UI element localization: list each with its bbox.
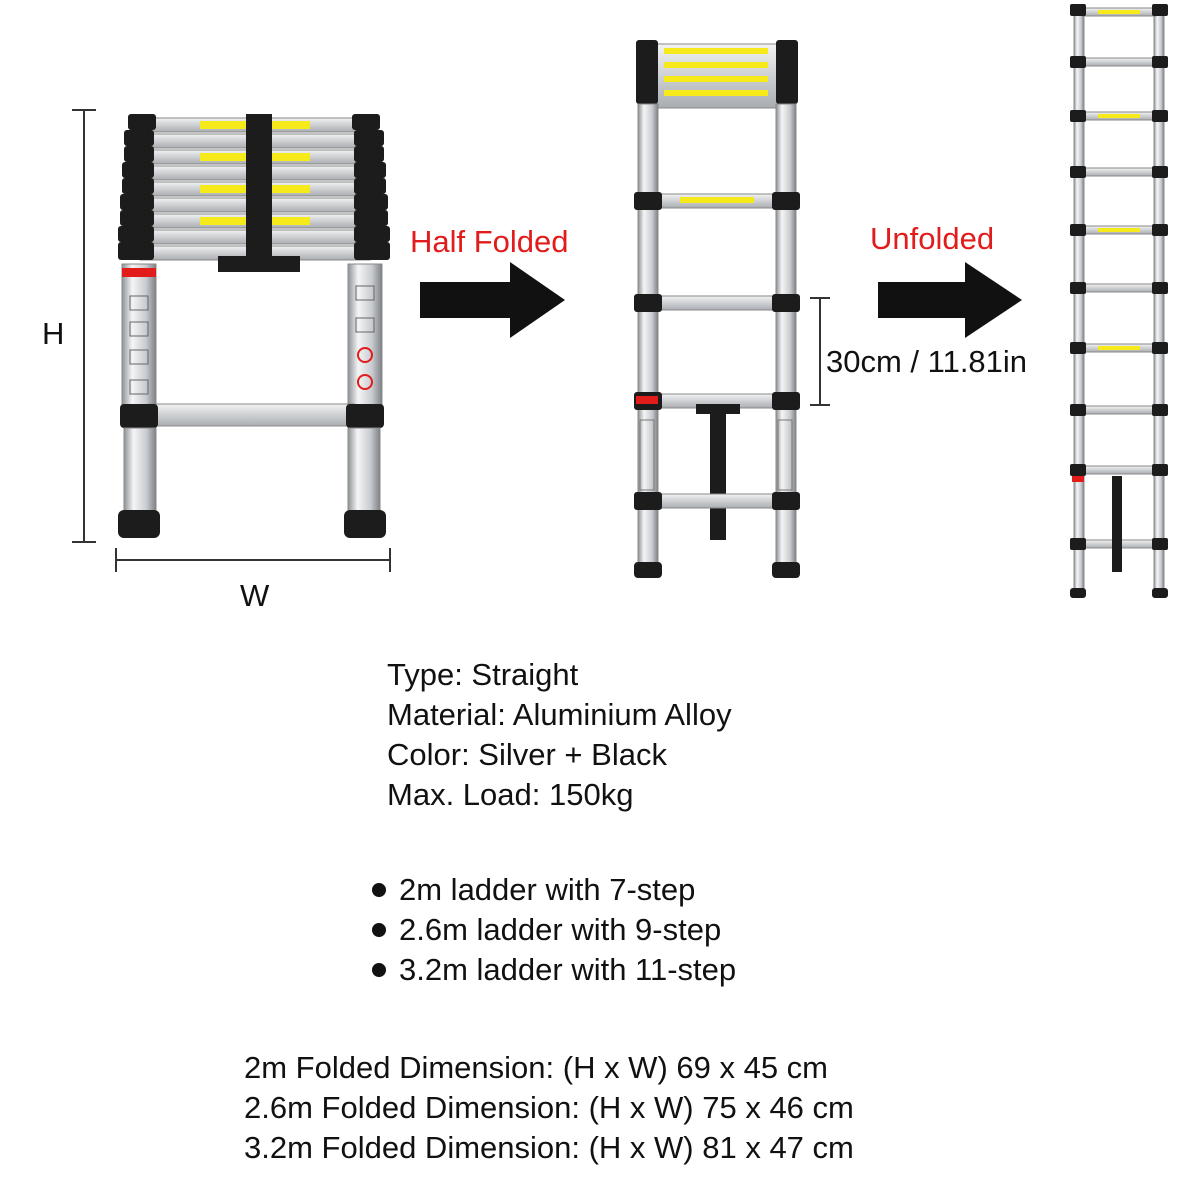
folded-left-foot xyxy=(118,510,160,538)
folded-bottom-rung xyxy=(149,403,355,427)
ladder-figure xyxy=(72,4,1168,598)
dimension-line: 2.6m Folded Dimension: (H x W) 75 x 46 c… xyxy=(244,1090,854,1125)
step-spacing-dimension-line xyxy=(810,297,830,406)
list-item: 3.2m ladder with 11-step xyxy=(372,950,736,990)
height-label: H xyxy=(42,316,65,351)
bullet-icon xyxy=(372,963,386,977)
folded-ladder xyxy=(118,114,390,538)
step-spacing-label: 30cm / 11.81in xyxy=(826,344,1028,379)
half-folded-label: Half Folded xyxy=(410,224,569,259)
models-list: 2m ladder with 7-step 2.6m ladder with 9… xyxy=(372,870,736,990)
folded-left-stile xyxy=(121,263,157,415)
arrow-half-folded-icon xyxy=(420,262,565,338)
model-label: 3.2m ladder with 11-step xyxy=(399,952,737,987)
half-folded-ladder xyxy=(634,40,800,578)
folded-strap xyxy=(246,114,272,264)
folded-red-band xyxy=(122,268,156,277)
list-item: 2.6m ladder with 9-step xyxy=(372,910,736,950)
spec-material: Material: Aluminium Alloy xyxy=(387,697,732,732)
folded-left-leg xyxy=(123,427,157,515)
folded-safety-stickers xyxy=(129,285,375,395)
list-item: 2m ladder with 7-step xyxy=(372,870,736,910)
width-dimension-line xyxy=(115,548,391,572)
dimension-line: 2m Folded Dimension: (H x W) 69 x 45 cm xyxy=(244,1050,829,1085)
unfolded-ladder xyxy=(1070,4,1168,598)
folded-strap-buckle xyxy=(218,256,300,272)
unfolded-label: Unfolded xyxy=(870,221,995,256)
height-dimension-line xyxy=(72,109,96,543)
specifications-list: Type: Straight Material: Aluminium Alloy… xyxy=(387,655,732,815)
model-label: 2m ladder with 7-step xyxy=(399,872,696,907)
spec-max-load: Max. Load: 150kg xyxy=(387,777,634,812)
folded-right-caps xyxy=(352,114,390,260)
arrow-unfolded-icon xyxy=(878,262,1022,338)
model-label: 2.6m ladder with 9-step xyxy=(399,912,722,947)
folded-right-foot xyxy=(344,510,386,538)
folded-dimensions-list: 2m Folded Dimension: (H x W) 69 x 45 cm … xyxy=(244,1048,854,1168)
width-label: W xyxy=(240,578,270,613)
spec-type: Type: Straight xyxy=(387,657,579,692)
bullet-icon xyxy=(372,923,386,937)
bullet-icon xyxy=(372,883,386,897)
spec-color: Color: Silver + Black xyxy=(387,737,667,772)
folded-right-leg xyxy=(347,427,381,515)
dimension-line: 3.2m Folded Dimension: (H x W) 81 x 47 c… xyxy=(244,1130,854,1165)
folded-left-caps xyxy=(118,114,156,260)
